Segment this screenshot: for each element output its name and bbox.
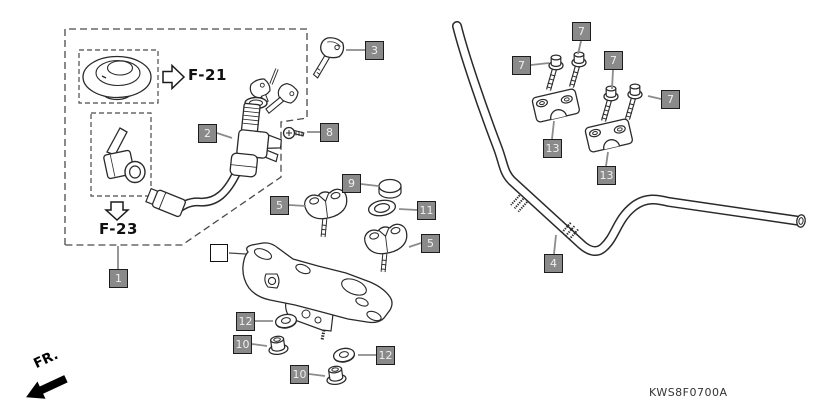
bolt-7-c-art bbox=[602, 86, 618, 121]
washer-12-left-art bbox=[273, 312, 299, 331]
part-label-7-7[interactable]: 7 bbox=[572, 22, 591, 41]
ref-link-f21[interactable]: F-21 bbox=[188, 66, 227, 84]
washer-12-right-art bbox=[331, 346, 357, 365]
part-label-7-6[interactable]: 7 bbox=[512, 56, 531, 75]
fuel-cap-art bbox=[82, 55, 152, 101]
washer-11-art bbox=[367, 199, 397, 217]
drawing-code: KWS8F0700A bbox=[649, 386, 728, 399]
part-label-5-5[interactable]: 5 bbox=[421, 234, 440, 253]
group-1-boundary bbox=[64, 28, 308, 246]
nut-10-left-art bbox=[266, 334, 290, 357]
cap-art bbox=[378, 178, 402, 199]
part-label-9-11[interactable]: 9 bbox=[342, 174, 361, 193]
part-label-4-3[interactable]: 4 bbox=[544, 254, 563, 273]
part-label-12-15[interactable]: 12 bbox=[236, 312, 255, 331]
bolt-7-b-art bbox=[570, 52, 586, 87]
screw-art bbox=[282, 126, 305, 140]
part-label-12-16[interactable]: 12 bbox=[376, 346, 395, 365]
nut-10-bottom-art bbox=[324, 364, 348, 387]
fuel-cap-dashed-box bbox=[78, 49, 159, 104]
part-label-11-14[interactable]: 11 bbox=[417, 201, 436, 220]
unnumbered-part-box[interactable] bbox=[210, 244, 228, 262]
handlebar-art bbox=[452, 21, 806, 257]
part-label-13-18[interactable]: 13 bbox=[597, 166, 616, 185]
part-label-8-10[interactable]: 8 bbox=[320, 123, 339, 142]
holder-13-upper-art bbox=[530, 87, 581, 124]
key-art bbox=[312, 37, 345, 79]
lock-cylinder-dashed-box bbox=[90, 112, 152, 197]
part-label-10-12[interactable]: 10 bbox=[233, 335, 252, 354]
part-label-7-8[interactable]: 7 bbox=[604, 51, 623, 70]
part-label-1-0[interactable]: 1 bbox=[109, 269, 128, 288]
f23-arrow-icon bbox=[104, 201, 130, 222]
part-label-13-17[interactable]: 13 bbox=[543, 139, 562, 158]
ref-link-f23[interactable]: F-23 bbox=[99, 220, 138, 238]
part-label-7-9[interactable]: 7 bbox=[661, 90, 680, 109]
holder-13-lower-art bbox=[583, 117, 634, 154]
f21-arrow-icon bbox=[162, 63, 186, 91]
bolt-7-a-art bbox=[547, 55, 563, 90]
part-label-5-4[interactable]: 5 bbox=[270, 196, 289, 215]
lock-cylinder-art bbox=[103, 127, 146, 184]
leader-lines bbox=[117, 40, 662, 377]
part-label-2-1[interactable]: 2 bbox=[198, 124, 217, 143]
ignition-switch-art bbox=[145, 68, 299, 218]
bolt-7-d-art bbox=[626, 84, 642, 119]
clamp-5-right-art bbox=[363, 222, 415, 274]
clamp-5-left-art bbox=[303, 187, 355, 239]
part-label-3-2[interactable]: 3 bbox=[365, 41, 384, 60]
part-label-10-13[interactable]: 10 bbox=[290, 365, 309, 384]
front-direction-arrow bbox=[26, 375, 68, 399]
